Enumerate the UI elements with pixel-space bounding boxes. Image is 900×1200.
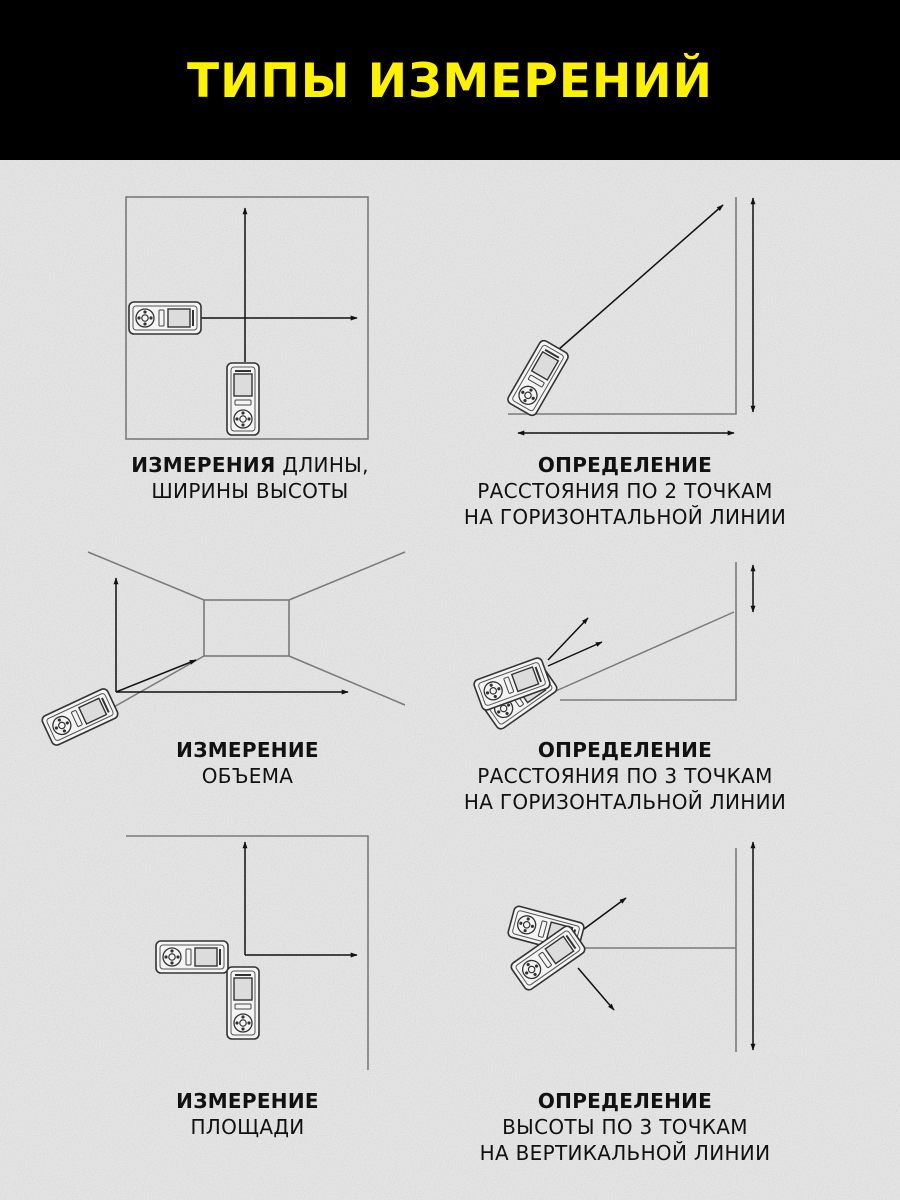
caption-two-point: ОПРЕДЕЛЕНИЕ РАССТОЯНИЯ ПО 2 ТОЧКАМ НА ГО… [463,453,787,529]
caption-length: ИЗМЕРЕНИЯ ДЛИНЫ, ШИРИНЫ ВЫСОТЫ [131,453,369,503]
diagram-two-point-horizontal [505,197,756,436]
diagram-area [126,835,369,1070]
diagram-three-point-vertical [506,841,756,1052]
header-bar: ТИПЫ ИЗМЕРЕНИЙ [0,0,900,160]
caption-three-point-vertical: ОПРЕДЕЛЕНИЕ ВЫСОТЫ ПО 3 ТОЧКАМ НА ВЕРТИК… [479,1089,771,1165]
diagram-three-point-horizontal [471,562,756,732]
page-title: ТИПЫ ИЗМЕРЕНИЙ [187,54,713,109]
caption-area: ИЗМЕРЕНИЕ ПЛОЩАДИ [176,1089,319,1139]
caption-volume: ИЗМЕРЕНИЕ ОБЪЕМА [176,738,319,788]
diagram-length-width-height [125,196,369,440]
diagram-volume [39,551,406,748]
caption-three-point-horizontal: ОПРЕДЕЛЕНИЕ РАССТОЯНИЯ ПО 3 ТОЧКАМ НА ГО… [463,738,787,814]
